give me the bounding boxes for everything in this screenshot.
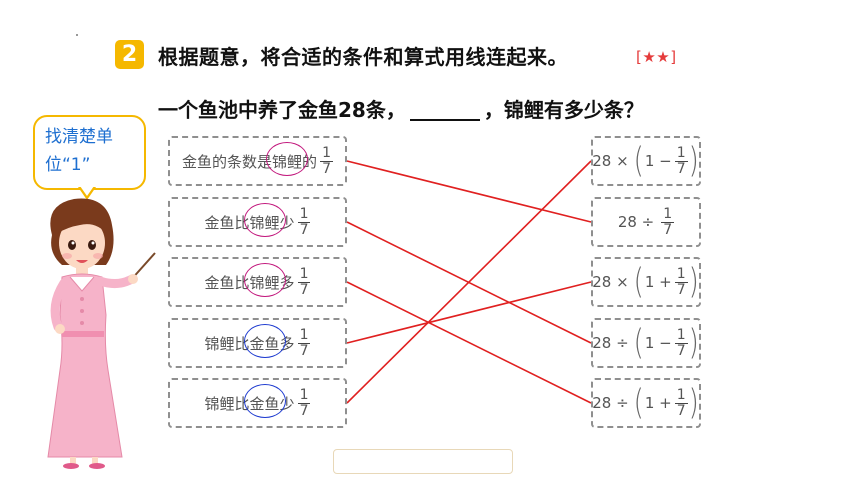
teacher-illustration <box>47 198 156 469</box>
connection-line <box>346 160 592 223</box>
stray-dot <box>76 34 78 36</box>
connection-line <box>346 160 592 404</box>
condition-pre: 金鱼比 <box>204 213 250 232</box>
question-instruction: 根据题意，将合适的条件和算式用线连起来。 <box>158 45 568 69</box>
condition-highlight: 金鱼 <box>243 383 286 418</box>
formula-inner: 1 + <box>644 394 672 412</box>
formula-lead: 28 × <box>592 273 629 291</box>
condition-post: 多 <box>279 273 295 292</box>
tip-bubble-tail-fill <box>80 186 94 196</box>
formula-inner: 1 − <box>644 152 672 170</box>
formula-inner: 1 + <box>644 273 672 291</box>
question-number-badge: 2 <box>115 40 144 69</box>
formula-lead: 28 × <box>592 152 629 170</box>
condition-highlight: 锦鲤 <box>266 141 309 176</box>
empty-answer-box[interactable] <box>333 449 513 474</box>
word-problem-start: 一个鱼池中养了金鱼28条， <box>158 98 406 122</box>
condition-post: 多 <box>279 334 295 353</box>
condition-post: 少 <box>279 394 295 413</box>
formula-lead: 28 ÷ <box>617 213 655 231</box>
condition-highlight: 锦鲤 <box>243 202 286 237</box>
condition-pre: 金鱼的条数是 <box>182 152 273 171</box>
formula-lead: 28 ÷ <box>592 394 629 412</box>
condition-highlight: 锦鲤 <box>243 262 286 297</box>
condition-post: 的 <box>302 152 318 171</box>
condition-post: 少 <box>279 213 295 232</box>
word-problem: 一个鱼池中养了金鱼28条， ，锦鲤有多少条？ <box>158 94 644 123</box>
tip-text: 找清楚单位“1” <box>45 127 113 175</box>
condition-highlight: 金鱼 <box>243 323 286 358</box>
word-problem-end: ，锦鲤有多少条？ <box>483 98 644 122</box>
connection-line <box>346 281 592 404</box>
connection-line <box>346 281 592 344</box>
condition-pre: 金鱼比 <box>204 273 250 292</box>
difficulty-stars: [★★] <box>636 48 677 66</box>
condition-pre: 锦鲤比 <box>204 334 250 353</box>
tip-bubble: 找清楚单位“1” <box>33 115 146 190</box>
answer-blank[interactable] <box>409 99 480 121</box>
condition-pre: 锦鲤比 <box>204 394 250 413</box>
formula-inner: 1 − <box>644 334 672 352</box>
formula-lead: 28 ÷ <box>592 334 629 352</box>
